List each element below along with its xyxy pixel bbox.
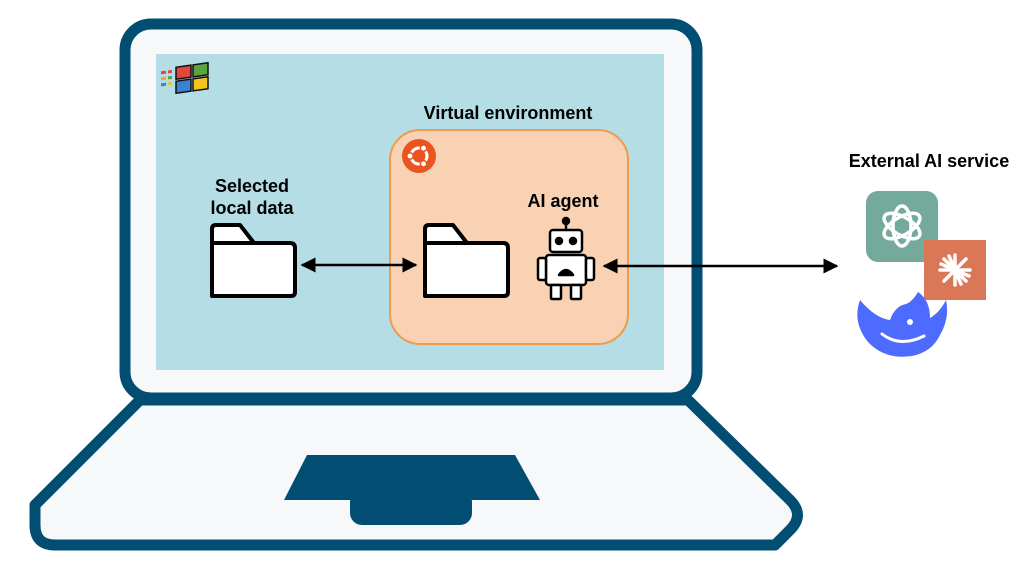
robot-icon [536, 216, 596, 301]
virtual-environment-label: Virtual environment [423, 103, 593, 123]
vm-folder-icon [423, 223, 510, 298]
ubuntu-logo-icon [402, 139, 436, 173]
selected-local-data-label-line1: Selected [214, 176, 290, 196]
windows-logo-icon [161, 61, 209, 95]
selected-local-data-label: Selected local data [190, 175, 314, 219]
selected-local-data-label-line2: local data [210, 198, 294, 218]
laptop-keyboard-area [284, 455, 540, 500]
local-folder-icon [210, 223, 297, 298]
external-ai-service-label: External AI service [848, 151, 1010, 171]
openai-logo-icon [866, 191, 938, 262]
claude-logo-icon [924, 240, 986, 300]
ai-agent-label: AI agent [527, 191, 599, 211]
deepseek-logo-icon [857, 292, 948, 357]
laptop-touchpad [350, 490, 472, 525]
